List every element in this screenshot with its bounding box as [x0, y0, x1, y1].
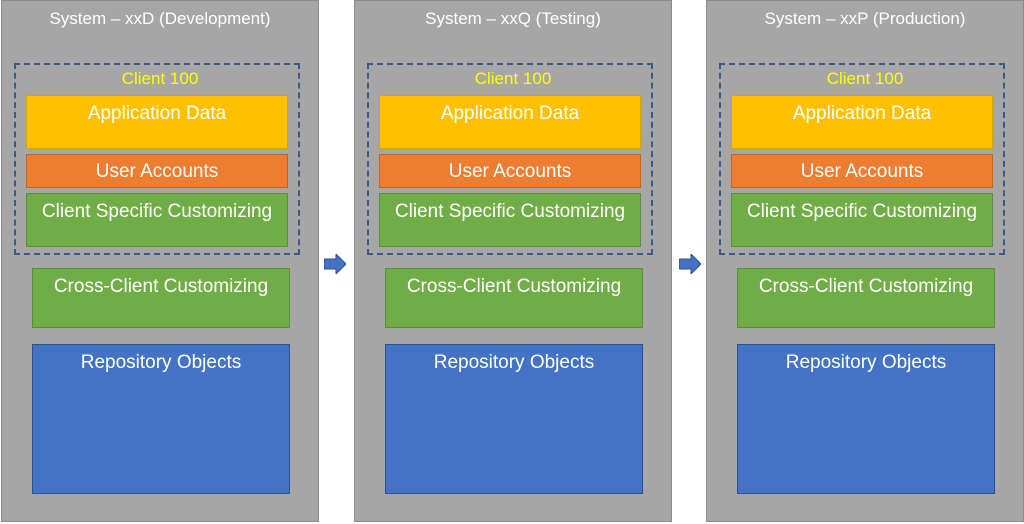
system-development: System – xxD (Development) Client 100 Ap…	[1, 0, 319, 522]
client-frame	[719, 63, 1005, 255]
client-frame	[14, 63, 300, 255]
system-production: System – xxP (Production) Client 100 App…	[706, 0, 1024, 522]
application-data-box: Application Data	[379, 95, 641, 149]
cross-client-customizing-box: Cross-Client Customizing	[385, 268, 643, 328]
client-label: Client 100	[121, 69, 199, 88]
repository-objects-box: Repository Objects	[737, 344, 995, 494]
user-accounts-box: User Accounts	[26, 154, 288, 188]
repository-objects-box: Repository Objects	[385, 344, 643, 494]
system-title: System – xxP (Production)	[764, 9, 966, 28]
system-title: System – xxQ (Testing)	[425, 9, 601, 28]
application-data-box: Application Data	[731, 95, 993, 149]
cross-client-customizing-box: Cross-Client Customizing	[737, 268, 995, 328]
cross-client-customizing-box: Cross-Client Customizing	[32, 268, 290, 328]
client-label: Client 100	[474, 69, 552, 88]
client-label: Client 100	[826, 69, 904, 88]
system-testing: System – xxQ (Testing) Client 100 Applic…	[354, 0, 672, 522]
client-specific-customizing-box: Client Specific Customizing	[26, 193, 288, 247]
client-specific-customizing-box: Client Specific Customizing	[731, 193, 993, 247]
client-frame	[367, 63, 653, 255]
arrow-right-icon	[679, 254, 701, 274]
user-accounts-box: User Accounts	[731, 154, 993, 188]
system-title: System – xxD (Development)	[49, 9, 271, 28]
arrow-right-icon	[324, 254, 346, 274]
repository-objects-box: Repository Objects	[32, 344, 290, 494]
client-specific-customizing-box: Client Specific Customizing	[379, 193, 641, 247]
application-data-box: Application Data	[26, 95, 288, 149]
user-accounts-box: User Accounts	[379, 154, 641, 188]
